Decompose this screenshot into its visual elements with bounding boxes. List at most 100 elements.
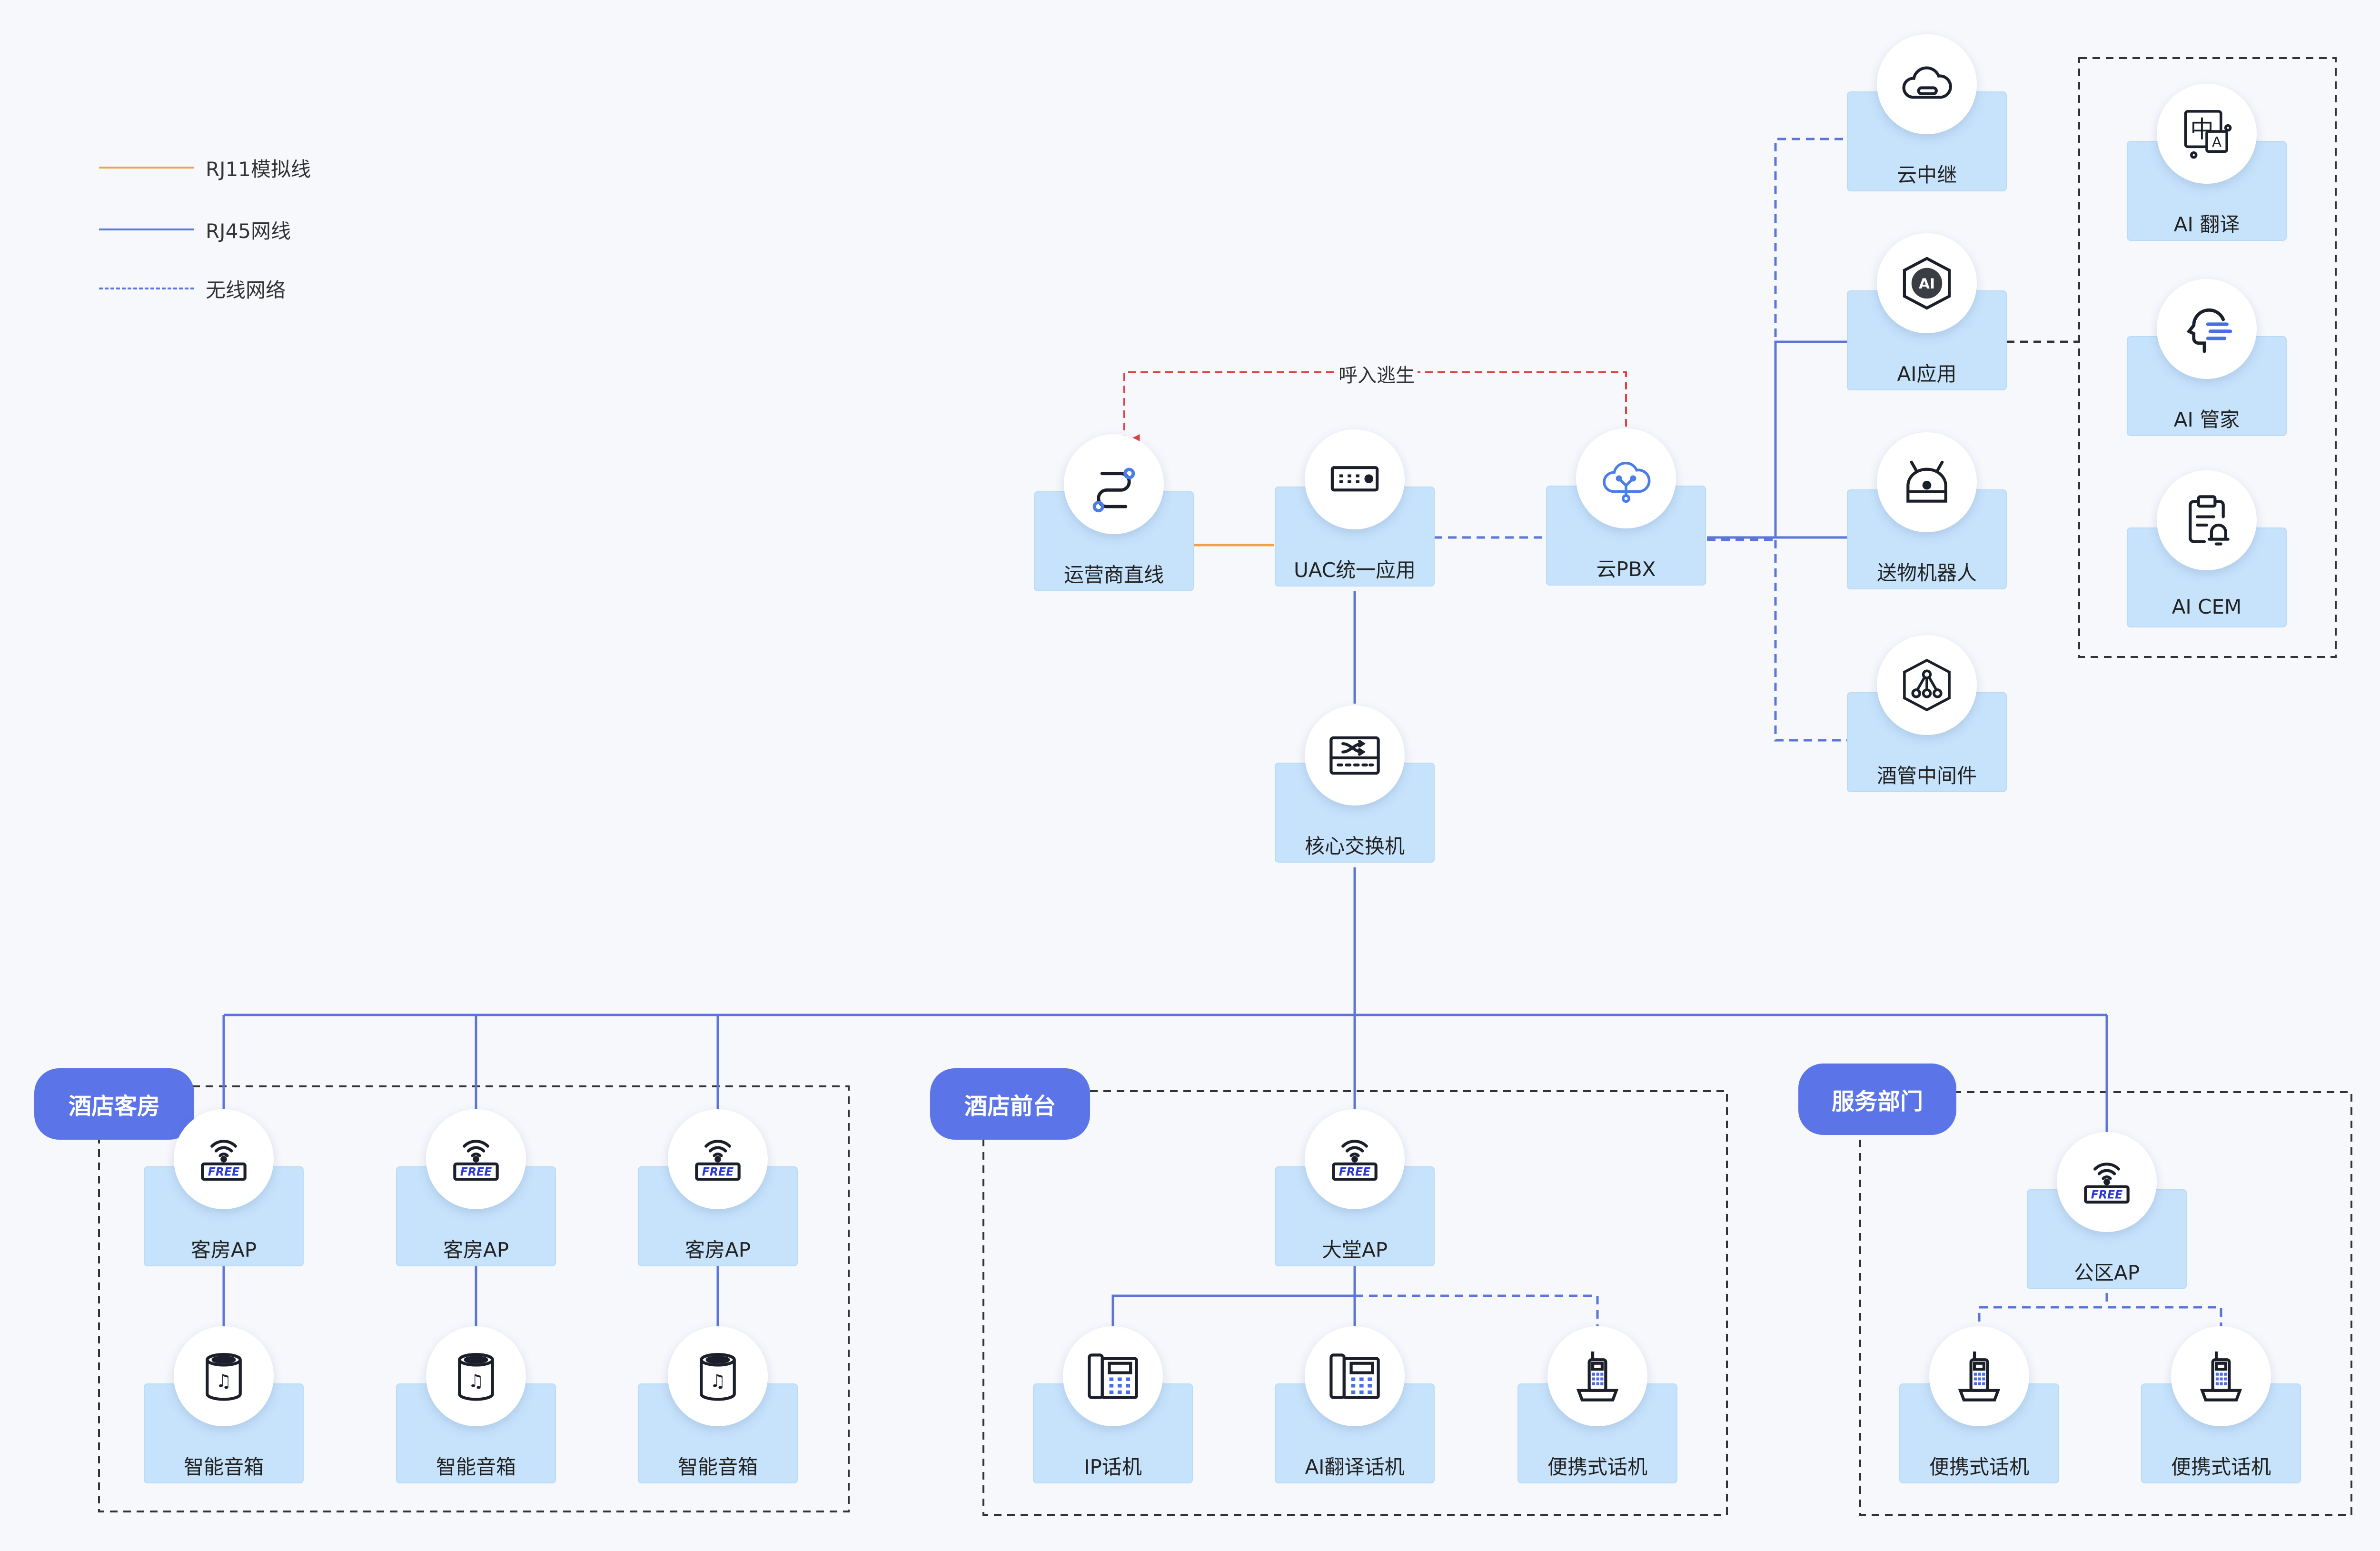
- middleware-hexagon-icon: [1877, 635, 1977, 735]
- node-label: 客房AP: [190, 1238, 257, 1262]
- translate-icon: 中 A: [2157, 84, 2257, 184]
- link-escape: [1122, 371, 1627, 451]
- svg-text:♫: ♫: [216, 1370, 231, 1391]
- cloud-relay-icon: [1877, 34, 1977, 134]
- svg-text:FREE: FREE: [702, 1165, 734, 1179]
- wifi-free-icon: FREE: [174, 1109, 274, 1209]
- wifi-free-icon: FREE: [426, 1109, 526, 1209]
- node-label: 送物机器人: [1876, 561, 1977, 585]
- link-pbx-relay: [1707, 138, 1847, 541]
- cloud-pbx-icon: [1576, 428, 1676, 528]
- node-carrier-line[interactable]: 运营商直线: [1034, 434, 1194, 591]
- delivery-robot-icon: [1877, 432, 1977, 532]
- portable-phone-icon: [1547, 1326, 1647, 1426]
- node-ai-translate[interactable]: 中 A AI 翻译: [2127, 84, 2287, 241]
- wifi-free-icon: FREE: [668, 1109, 768, 1209]
- smart-speaker-icon: ♫: [174, 1326, 274, 1426]
- node-hotel-middleware[interactable]: 酒管中间件: [1847, 635, 2007, 792]
- node-public-ap[interactable]: FREE 公区AP: [2027, 1132, 2187, 1289]
- svg-text:FREE: FREE: [208, 1165, 239, 1179]
- node-label: UAC统一应用: [1293, 558, 1416, 582]
- node-portable-phone-3[interactable]: 便携式话机: [2141, 1326, 2301, 1483]
- legend-rj45-swatch: [99, 229, 194, 230]
- link-pbx-middleware: [1774, 540, 1847, 742]
- legend-wireless-swatch: [99, 288, 194, 289]
- node-delivery-robot[interactable]: 送物机器人: [1847, 432, 2007, 589]
- node-portable-phone-1[interactable]: 便携式话机: [1517, 1326, 1677, 1483]
- ai-butler-head-icon: [2157, 279, 2257, 379]
- guest-room-frame: [98, 1085, 850, 1512]
- svg-text:FREE: FREE: [2091, 1188, 2122, 1202]
- node-label: 便携式话机: [2171, 1455, 2271, 1479]
- portable-phone-icon: [2171, 1326, 2271, 1426]
- node-label: AI翻译话机: [1305, 1455, 1405, 1479]
- group-tag-guest-room: 酒店客房: [34, 1068, 194, 1140]
- node-label: AI应用: [1897, 362, 1957, 386]
- node-label: 酒管中间件: [1876, 764, 1977, 787]
- node-ai-cem[interactable]: AI CEM: [2127, 470, 2287, 627]
- ai-hexagon-icon: AI: [1877, 233, 1977, 333]
- node-label: AI CEM: [2172, 595, 2242, 618]
- node-smart-speaker-3[interactable]: ♫ 智能音箱: [638, 1326, 798, 1483]
- node-label: 云PBX: [1596, 557, 1656, 581]
- desk-phone-icon: [1305, 1326, 1405, 1426]
- node-lobby-ap[interactable]: FREE 大堂AP: [1275, 1109, 1435, 1266]
- node-ai-app[interactable]: AI AI应用: [1847, 233, 2007, 390]
- svg-text:AI: AI: [1919, 276, 1935, 292]
- legend-rj11-swatch: [99, 167, 194, 169]
- node-cloud-pbx[interactable]: 云PBX: [1546, 428, 1706, 586]
- node-label: AI 翻译: [2173, 213, 2240, 236]
- svg-text:FREE: FREE: [460, 1165, 492, 1179]
- link-bus-ai-app: [1774, 340, 1847, 537]
- smart-speaker-icon: ♫: [668, 1326, 768, 1426]
- legend-rj45: RJ45网线: [99, 215, 291, 244]
- desk-phone-icon: [1063, 1326, 1163, 1426]
- node-label: 智能音箱: [677, 1455, 758, 1479]
- node-label: 客房AP: [443, 1238, 509, 1262]
- node-label: 智能音箱: [183, 1455, 264, 1479]
- svg-text:♫: ♫: [710, 1370, 725, 1391]
- carrier-line-icon: [1064, 434, 1164, 534]
- legend-rj11-label: RJ11模拟线: [206, 157, 311, 181]
- core-switch-icon: [1305, 706, 1405, 805]
- node-ip-phone[interactable]: IP话机: [1033, 1326, 1193, 1483]
- node-smart-speaker-1[interactable]: ♫ 智能音箱: [144, 1326, 304, 1483]
- group-tag-front-desk: 酒店前台: [930, 1068, 1090, 1140]
- node-guest-ap-3[interactable]: FREE 客房AP: [638, 1109, 798, 1266]
- escape-edge-label: 呼入逃生: [1336, 360, 1418, 388]
- node-label: 智能音箱: [436, 1455, 516, 1479]
- smart-speaker-icon: ♫: [426, 1326, 526, 1426]
- node-label: 便携式话机: [1929, 1455, 2029, 1479]
- node-ai-butler[interactable]: AI 管家: [2127, 279, 2287, 436]
- svg-text:FREE: FREE: [1339, 1165, 1370, 1179]
- wifi-free-icon: FREE: [1305, 1109, 1405, 1209]
- node-portable-phone-2[interactable]: 便携式话机: [1899, 1326, 2059, 1483]
- clipboard-bell-icon: [2157, 470, 2257, 570]
- legend-wireless-label: 无线网络: [206, 278, 286, 302]
- node-guest-ap-2[interactable]: FREE 客房AP: [396, 1109, 556, 1266]
- node-label: IP话机: [1084, 1455, 1142, 1479]
- node-label: 大堂AP: [1321, 1238, 1388, 1262]
- legend-rj45-label: RJ45网线: [206, 219, 291, 243]
- svg-text:♫: ♫: [468, 1370, 484, 1391]
- node-label: 核心交换机: [1304, 835, 1405, 858]
- svg-text:A: A: [2212, 134, 2222, 150]
- group-tag-service-dept: 服务部门: [1798, 1064, 1956, 1135]
- node-label: AI 管家: [2173, 408, 2240, 431]
- node-cloud-relay[interactable]: 云中继: [1847, 34, 2007, 191]
- node-smart-speaker-2[interactable]: ♫ 智能音箱: [396, 1326, 556, 1483]
- node-label: 便携式话机: [1547, 1455, 1647, 1479]
- node-guest-ap-1[interactable]: FREE 客房AP: [144, 1109, 304, 1266]
- node-ai-translation-phone[interactable]: AI翻译话机: [1275, 1326, 1435, 1483]
- uac-device-icon: [1305, 429, 1405, 529]
- legend-rj11: RJ11模拟线: [99, 153, 311, 182]
- front-desk-frame: [982, 1090, 1728, 1516]
- wifi-free-icon: FREE: [2057, 1132, 2157, 1232]
- legend-wireless: 无线网络: [99, 274, 286, 303]
- node-uac[interactable]: UAC统一应用: [1275, 429, 1435, 587]
- node-label: 云中继: [1896, 163, 1957, 187]
- node-label: 客房AP: [684, 1238, 751, 1262]
- node-core-switch[interactable]: 核心交换机: [1275, 706, 1435, 863]
